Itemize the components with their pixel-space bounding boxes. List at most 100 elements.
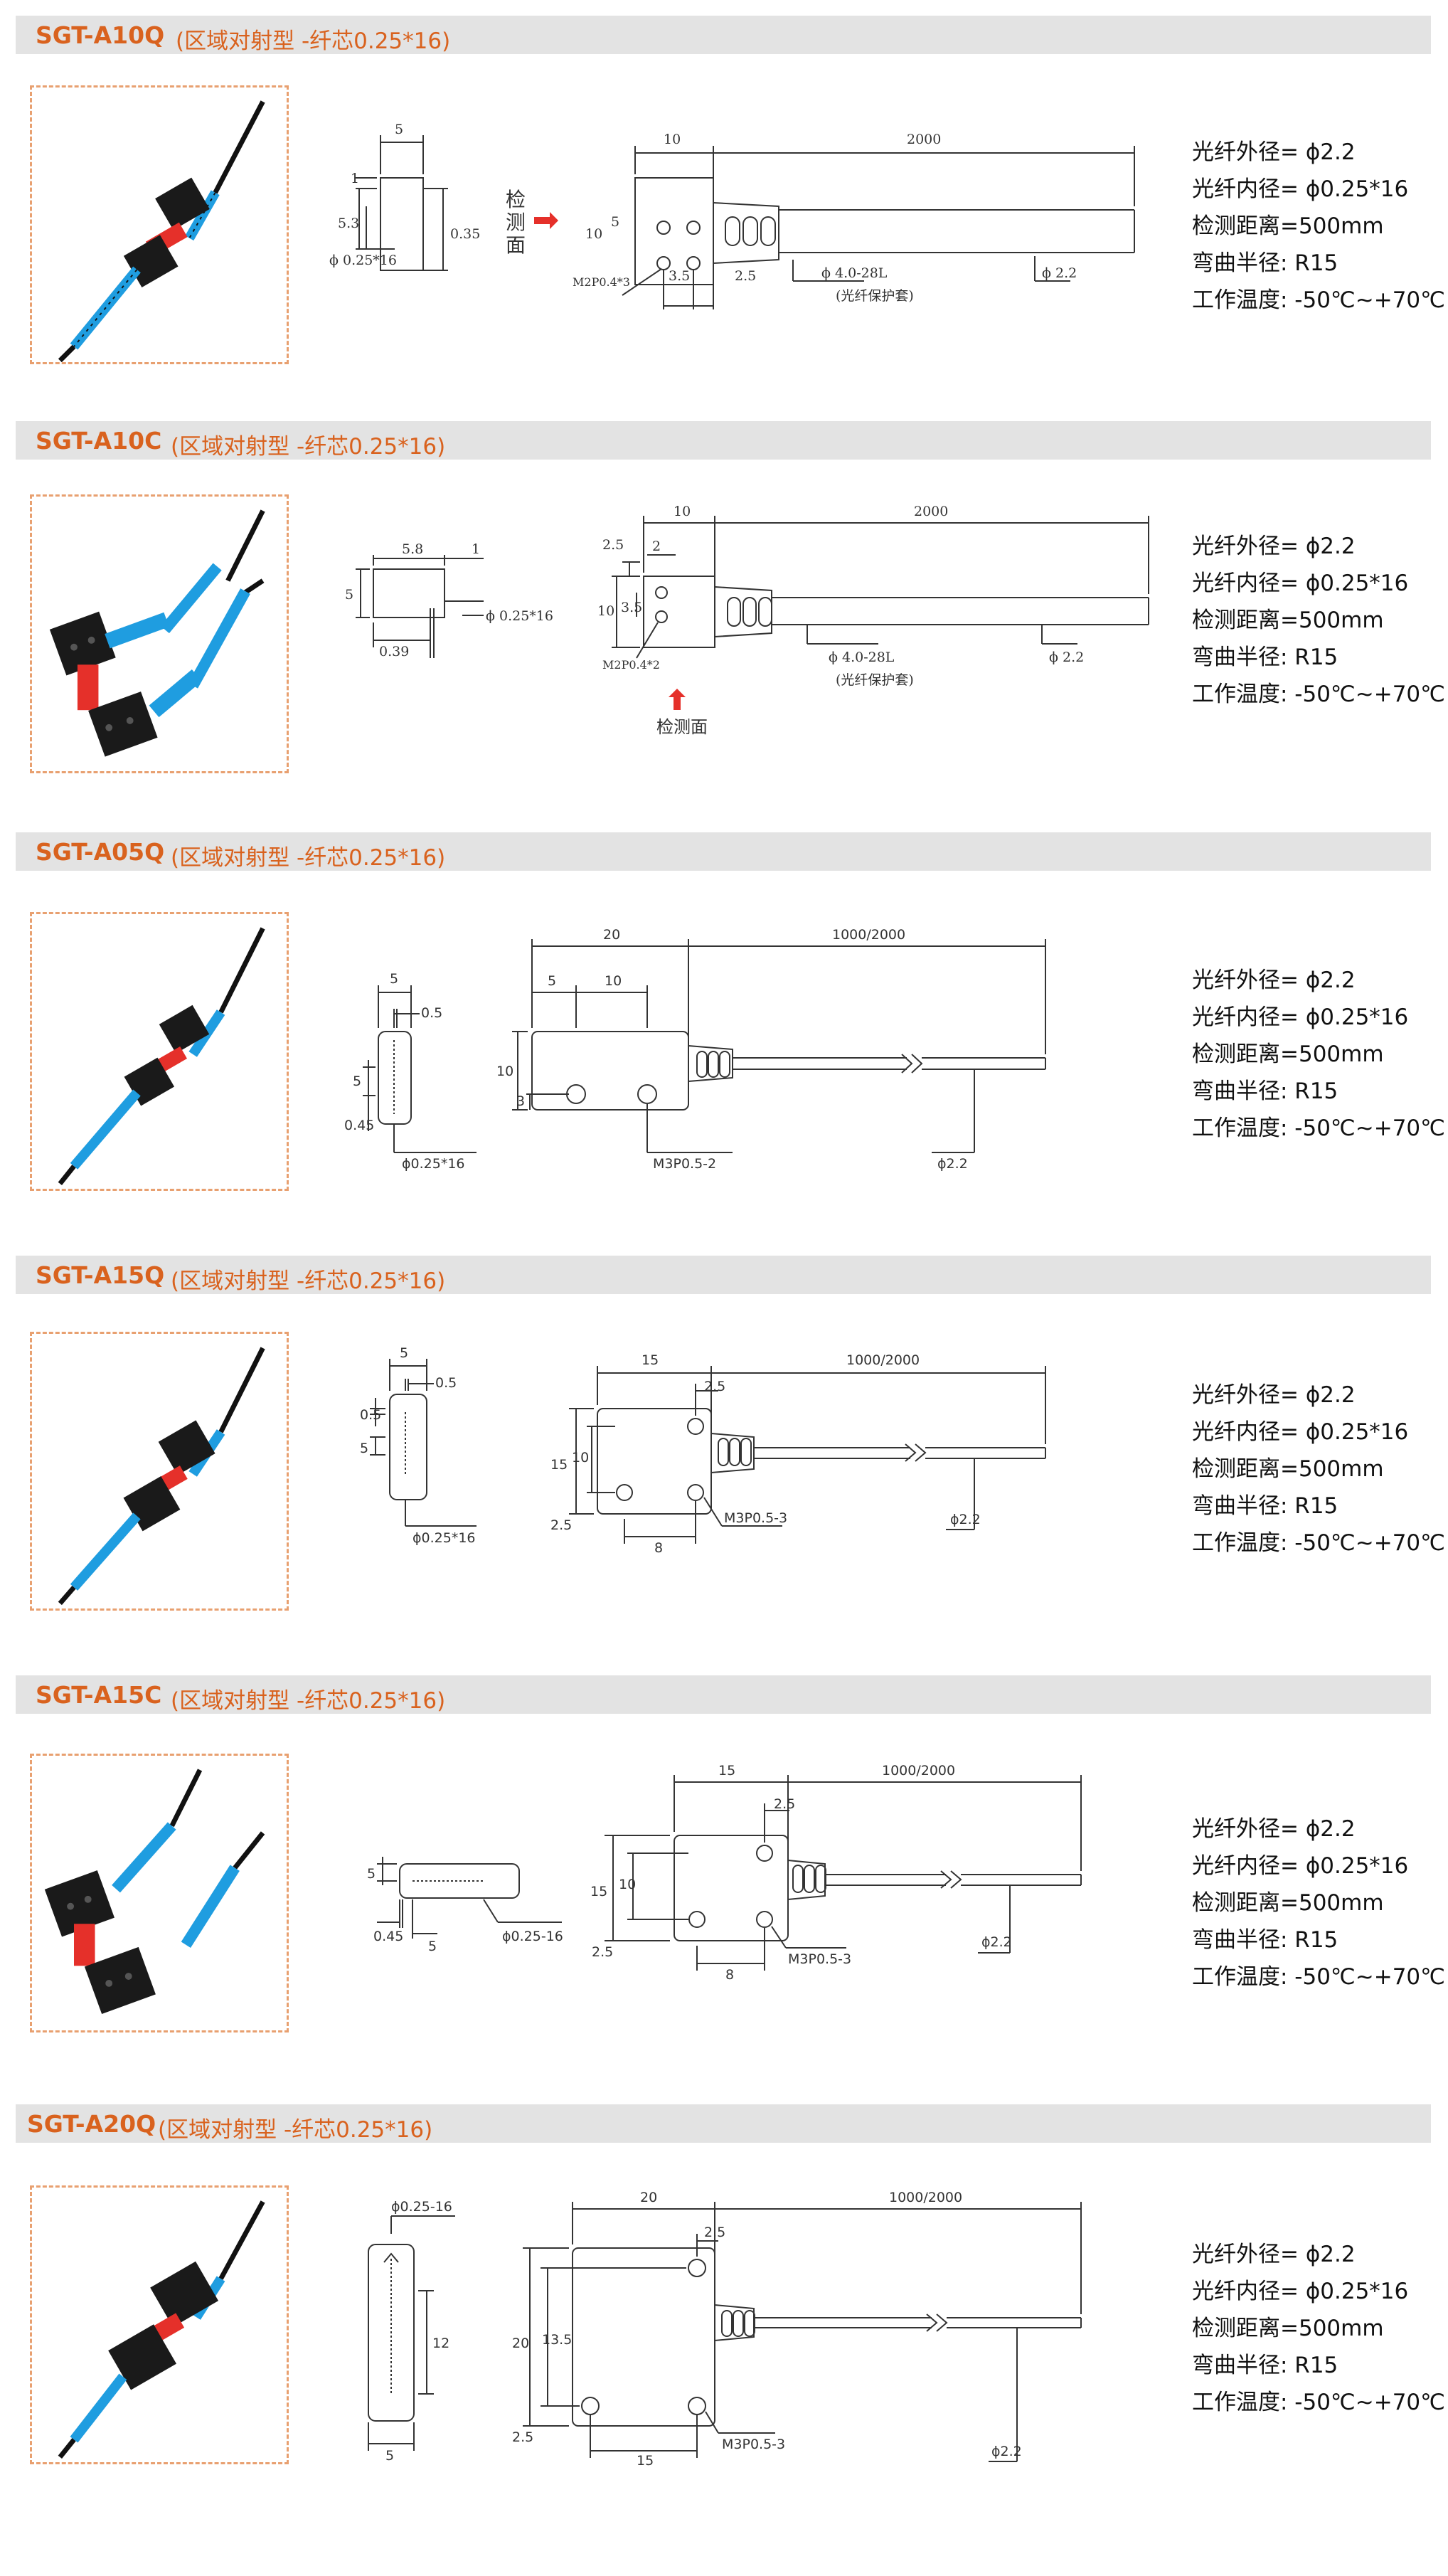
dim-c: 5.3	[338, 216, 359, 231]
spec-list: 光纤外径= ϕ2.2 光纤内径= ϕ0.25*16 检测距离=500mm 弯曲半…	[1192, 962, 1445, 1147]
dim-m: ϕ 4.0-28L	[821, 265, 888, 281]
dim-m: ϕ 4.0-28L	[829, 650, 895, 665]
detect-label: 检测面	[656, 717, 708, 737]
spec-temperature: 工作温度: -50℃~+70℃	[1192, 1115, 1445, 1141]
model-subtitle: (区域对射型 -纤芯0.25*16)	[171, 434, 446, 460]
detect-label-1: 检	[506, 188, 526, 211]
sensor-pair-image	[58, 100, 265, 362]
dim-o: ϕ 2.2	[1042, 265, 1077, 281]
spec-list: 光纤外径= ϕ2.2 光纤内径= ϕ0.25*16 检测距离=500mm 弯曲半…	[1192, 528, 1445, 713]
detect-arrow-icon	[669, 689, 686, 710]
dim-g: 1000/2000	[832, 927, 905, 943]
dim-a: 5	[400, 1345, 408, 1361]
dim-n: ϕ2.2	[950, 1512, 981, 1527]
dim-d: ϕ0.25-16	[502, 1929, 563, 1944]
dim-d: ϕ 0.25*16	[486, 608, 553, 624]
dim-d: 5	[360, 1441, 368, 1456]
dim-f: 20	[640, 2190, 657, 2205]
dim-g: 1000/2000	[846, 1352, 920, 1368]
spec-inner-diameter: 光纤内径= ϕ0.25*16	[1192, 1005, 1409, 1030]
dim-l: 8	[725, 1967, 734, 1983]
dim-l: 15	[637, 2453, 654, 2469]
dim-n: (光纤保护套)	[836, 288, 914, 304]
spec-temperature: 工作温度: -50℃~+70℃	[1192, 1530, 1445, 1556]
dim-j: 10	[572, 1450, 589, 1465]
dim-j: 10	[496, 1064, 513, 1079]
dim-f: 10	[664, 132, 681, 147]
dim-g: 2000	[907, 132, 941, 147]
dimension-drawing: 5.8 1 5 ϕ 0.25*16 0.39 2.5 10 2000 2 10 …	[345, 504, 1149, 737]
dim-l: M2P0.4*2	[602, 658, 660, 672]
dim-h: 2.5	[774, 1796, 795, 1812]
spec-list: 光纤外径= ϕ2.2 光纤内径= ϕ0.25*16 检测距离=500mm 弯曲半…	[1192, 1377, 1445, 1562]
sensor-pair-image	[58, 2200, 265, 2459]
dimension-drawing: 5 1 5.3 0.35 ϕ 0.25*16 检 测 面 10 2000 10 …	[329, 122, 1135, 309]
model-subtitle: (区域对射型 -纤芯0.25*16)	[171, 1688, 446, 1714]
spec-list: 光纤外径= ϕ2.2 光纤内径= ϕ0.25*16 检测距离=500mm 弯曲半…	[1192, 134, 1445, 319]
dim-e: ϕ0.25*16	[412, 1530, 476, 1546]
dim-l: 2.5	[735, 268, 756, 284]
spec-temperature: 工作温度: -50℃~+70℃	[1192, 1964, 1445, 1990]
spec-outer-diameter: 光纤外径= ϕ2.2	[1192, 534, 1356, 559]
dim-f: 15	[718, 1763, 735, 1779]
product-photo	[30, 494, 289, 773]
dim-g: 10	[674, 504, 691, 519]
dim-c: 5	[428, 1939, 437, 1954]
dim-h: 2000	[914, 504, 948, 519]
dim-a: ϕ0.25-16	[391, 2199, 452, 2215]
product-photo	[30, 2185, 289, 2464]
dim-i: 5	[611, 214, 619, 230]
detect-label-3: 面	[506, 233, 526, 257]
dim-d: 0.35	[450, 226, 480, 242]
dimension-drawing: ϕ0.25-16 12 5 20 1000/2000 2.5 20 13.5 2…	[368, 2190, 1082, 2469]
dim-n: ϕ2.2	[991, 2444, 1022, 2459]
dim-i: 15	[590, 1884, 607, 1899]
spec-list: 光纤外径= ϕ2.2 光纤内径= ϕ0.25*16 检测距离=500mm 弯曲半…	[1192, 1811, 1445, 1995]
dim-i: 20	[512, 2336, 529, 2351]
dim-j: 10	[619, 1877, 636, 1892]
dim-l: 8	[654, 1540, 663, 1556]
section-header: SGT-A15Q (区域对射型 -纤芯0.25*16)	[16, 1256, 1431, 1294]
dim-f: 20	[603, 927, 620, 943]
dim-c: 5	[353, 1074, 361, 1089]
spec-inner-diameter: 光纤内径= ϕ0.25*16	[1192, 1853, 1409, 1879]
dim-b: 0.5	[435, 1375, 457, 1391]
dim-e: ϕ0.25*16	[402, 1156, 465, 1172]
section-header: SGT-A20Q (区域对射型 -纤芯0.25*16)	[16, 2104, 1431, 2143]
spec-inner-diameter: 光纤内径= ϕ0.25*16	[1192, 1419, 1409, 1445]
dimension-drawing: 5 0.45 5 ϕ0.25-16 15 1000/2000 2.5 15 10…	[367, 1763, 1082, 1983]
model-subtitle: (区域对射型 -纤芯0.25*16)	[158, 2117, 433, 2143]
dim-e: 0.39	[379, 644, 409, 659]
spec-list: 光纤外径= ϕ2.2 光纤内径= ϕ0.25*16 检测距离=500mm 弯曲半…	[1192, 2236, 1445, 2421]
detect-label-2: 测	[506, 211, 526, 234]
model-title: SGT-A15Q	[36, 1261, 165, 1289]
dim-k: 2.5	[592, 1944, 613, 1960]
dim-b: 12	[432, 2336, 449, 2351]
spec-outer-diameter: 光纤外径= ϕ2.2	[1192, 1816, 1356, 1842]
product-photo	[30, 912, 289, 1191]
dim-h: 10	[585, 226, 602, 242]
model-title: SGT-A10Q	[36, 21, 165, 49]
spec-inner-diameter: 光纤内径= ϕ0.25*16	[1192, 571, 1409, 596]
dim-h: 2.5	[704, 1379, 725, 1394]
spec-detect-distance: 检测距离=500mm	[1192, 1041, 1384, 1067]
spec-outer-diameter: 光纤外径= ϕ2.2	[1192, 2242, 1356, 2267]
dim-k: 3	[516, 1093, 525, 1109]
model-title: SGT-A10C	[36, 427, 162, 455]
spec-bend-radius: 弯曲半径: R15	[1192, 250, 1338, 276]
spec-detect-distance: 检测距离=500mm	[1192, 2316, 1384, 2341]
product-photo	[30, 85, 289, 364]
dim-e: ϕ 0.25*16	[329, 253, 397, 268]
product-photo	[30, 1332, 289, 1611]
dim-g: 1000/2000	[882, 1763, 955, 1779]
model-subtitle: (区域对射型 -纤芯0.25*16)	[176, 28, 451, 54]
spec-temperature: 工作温度: -50℃~+70℃	[1192, 682, 1445, 707]
dim-b: 0.45	[373, 1929, 403, 1944]
dim-a: 5	[390, 971, 398, 987]
spec-temperature: 工作温度: -50℃~+70℃	[1192, 2390, 1445, 2415]
spec-detect-distance: 检测距离=500mm	[1192, 608, 1384, 633]
spec-bend-radius: 弯曲半径: R15	[1192, 2353, 1338, 2378]
dim-i: 10	[605, 973, 622, 989]
spec-outer-diameter: 光纤外径= ϕ2.2	[1192, 968, 1356, 993]
spec-bend-radius: 弯曲半径: R15	[1192, 645, 1338, 670]
